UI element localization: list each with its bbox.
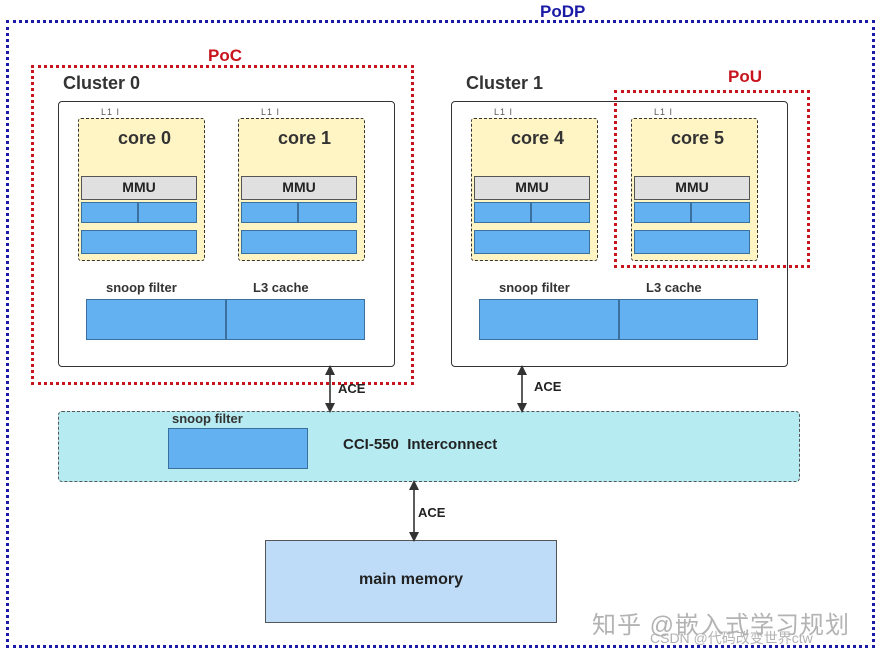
- core-4-tlb-right: [531, 202, 590, 223]
- core-4-tlb-left: [474, 202, 531, 223]
- pou-boundary: [614, 90, 810, 268]
- podp-boundary: [6, 20, 875, 648]
- core-0-mmu: MMU: [81, 176, 197, 200]
- core-5-mmu: MMU: [634, 176, 750, 200]
- core-0-l1-cache: [81, 230, 197, 254]
- ace-label-cluster-1: ACE: [534, 379, 562, 394]
- core-1-tlb-right: [298, 202, 357, 223]
- cluster-0-l3-cache: [226, 299, 365, 340]
- core-4-l1-tick: L1 I: [494, 107, 514, 117]
- core-4-l1-cache: [474, 230, 590, 254]
- core-1-title: core 1: [277, 128, 332, 148]
- core-0-tlb-left: [81, 202, 138, 223]
- core-0-l1-tick: L1 I: [101, 107, 121, 117]
- cluster-1-snoop-filter-label: snoop filter: [499, 280, 570, 295]
- cluster-1-l3-cache-label: L3 cache: [646, 280, 702, 295]
- core-1-tlb-left: [241, 202, 298, 223]
- core-5-tlb-right: [691, 202, 750, 223]
- core-5-title: core 5: [670, 128, 725, 148]
- cluster-1-snoop-filter: [479, 299, 619, 340]
- zhihu-watermark: 知乎 @嵌入式学习规划: [592, 612, 851, 639]
- core-4-title: core 4: [510, 128, 565, 148]
- cluster-1-box: [451, 101, 788, 367]
- main-memory-box: [265, 540, 557, 623]
- core-0-title: core 0: [117, 128, 172, 148]
- main-memory-label: main memory: [358, 571, 464, 588]
- ace-label-memory: ACE: [418, 505, 446, 520]
- poc-boundary: [31, 65, 414, 385]
- cluster-0-box: [58, 101, 395, 367]
- core-5-l1-tick: L1 I: [654, 107, 674, 117]
- interconnect-snoop-filter: [168, 428, 308, 469]
- core-4-mmu: MMU: [474, 176, 590, 200]
- cluster-0-snoop-filter: [86, 299, 226, 340]
- core-5-l1-cache: [634, 230, 750, 254]
- cluster-0-snoop-filter-label: snoop filter: [106, 280, 177, 295]
- core-1-mmu: MMU: [241, 176, 357, 200]
- cluster-0-l3-cache-label: L3 cache: [253, 280, 309, 295]
- core-1-l1-tick: L1 I: [261, 107, 281, 117]
- poc-label: PoC: [208, 46, 242, 65]
- core-5-tlb-left: [634, 202, 691, 223]
- core-0-tlb-right: [138, 202, 197, 223]
- cluster-0-title: Cluster 0: [63, 73, 141, 93]
- cluster-1-l3-cache: [619, 299, 758, 340]
- csdn-watermark: CSDN @代码改变世界ctw: [650, 630, 813, 646]
- interconnect-label: CCI-550 Interconnect: [343, 436, 498, 453]
- podp-label: PoDP: [540, 2, 586, 21]
- cluster-1-title: Cluster 1: [466, 73, 544, 93]
- core-1-l1-cache: [241, 230, 357, 254]
- pou-label: PoU: [728, 67, 762, 86]
- interconnect-snoop-filter-label: snoop filter: [172, 411, 243, 426]
- ace-label-cluster-0: ACE: [338, 381, 366, 396]
